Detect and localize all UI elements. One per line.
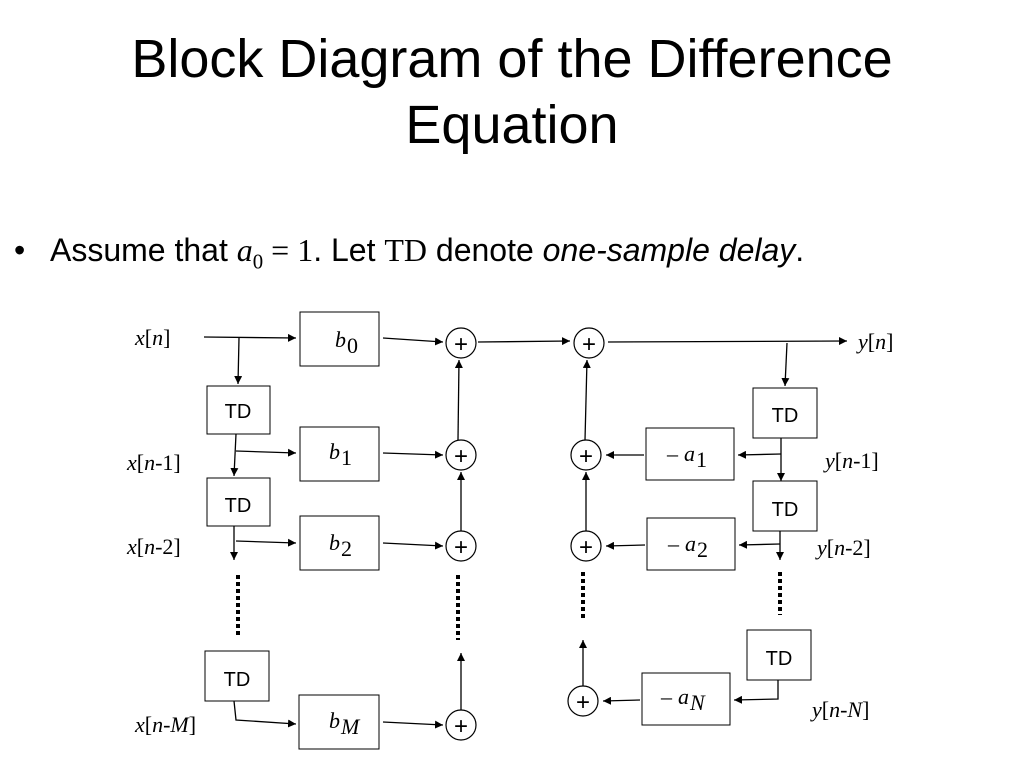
label-x-n-1: x[n-1] xyxy=(126,450,181,475)
svg-text:TD: TD xyxy=(225,495,252,517)
label-y-n-N: y[n-N] xyxy=(810,697,869,722)
coef-block-b1: b 1 xyxy=(299,426,380,482)
svg-text:TD: TD xyxy=(772,499,799,521)
svg-text:+: + xyxy=(576,689,590,716)
svg-text:2: 2 xyxy=(697,537,708,562)
adder-aN: + xyxy=(567,685,599,717)
bullet-end: . xyxy=(795,232,805,268)
svg-text:a: a xyxy=(684,441,695,466)
svg-text:–: – xyxy=(660,684,673,709)
bullet-mid: . Let xyxy=(313,232,385,268)
coef-block-b2: b 2 xyxy=(299,515,380,571)
svg-text:b: b xyxy=(329,439,340,464)
label-x-n-M: x[n-M] xyxy=(134,712,196,737)
label-x-n-2: x[n-2] xyxy=(126,534,181,559)
delay-block-yN: TD xyxy=(746,629,812,681)
svg-text:+: + xyxy=(582,331,596,358)
svg-text:+: + xyxy=(454,534,468,561)
svg-text:b: b xyxy=(329,708,340,733)
svg-text:N: N xyxy=(689,690,706,715)
delay-block-y1: TD xyxy=(752,387,818,439)
svg-text:M: M xyxy=(340,714,361,739)
svg-text:+: + xyxy=(579,443,593,470)
svg-text:+: + xyxy=(579,534,593,561)
title-line-1: Block Diagram of the Difference xyxy=(131,29,893,89)
adder-b0: + xyxy=(445,327,477,359)
svg-text:–: – xyxy=(666,441,679,466)
bullet-item: • Assume that a0 = 1. Let TD denote one-s… xyxy=(14,232,804,274)
svg-text:TD: TD xyxy=(772,405,799,427)
svg-text:b: b xyxy=(335,327,346,352)
label-y-n-1: y[n-1] xyxy=(823,448,879,473)
svg-text:TD: TD xyxy=(224,669,251,691)
coef-block-b0: b 0 xyxy=(299,311,380,367)
delay-block-x2: TD xyxy=(206,477,271,527)
input-signal-labels: x[n] x[n-1] x[n-2] x[n-M] xyxy=(126,325,196,737)
adder-output: + xyxy=(573,327,605,359)
svg-text:1: 1 xyxy=(696,447,707,472)
delay-block-xM: TD xyxy=(204,650,270,702)
coef-block-a2: – a 2 xyxy=(646,517,736,571)
svg-text:b: b xyxy=(329,530,340,555)
bullet-dot: • xyxy=(14,232,26,268)
svg-text:TD: TD xyxy=(766,648,793,670)
adder-b2: + xyxy=(445,530,477,562)
adder-b1: + xyxy=(445,439,477,471)
bullet-prefix: Assume that xyxy=(50,232,237,268)
coef-block-aN: – a N xyxy=(641,672,731,726)
label-y-n-2: y[n-2] xyxy=(815,535,871,560)
a0-equals: = 1 xyxy=(263,232,314,268)
coef-block-a1: – a 1 xyxy=(645,427,735,481)
svg-text:a: a xyxy=(685,531,696,556)
coef-block-bM: b M xyxy=(298,694,380,750)
bullet-denote: denote xyxy=(427,232,543,268)
delay-block-y2: TD xyxy=(752,480,818,532)
adder-bM: + xyxy=(445,709,477,741)
title-line-2: Equation xyxy=(405,95,619,155)
td-abbreviation: TD xyxy=(384,232,428,268)
output-signal-labels: y[n] y[n-1] y[n-2] y[n-N] xyxy=(810,329,893,722)
svg-text:2: 2 xyxy=(341,536,352,561)
slide-title: Block Diagram of the Difference Equation xyxy=(0,26,1024,158)
adder-a2: + xyxy=(570,530,602,562)
svg-text:1: 1 xyxy=(341,445,352,470)
label-x-n: x[n] xyxy=(134,325,170,350)
delay-block-x1: TD xyxy=(206,385,271,435)
svg-text:+: + xyxy=(454,713,468,740)
svg-text:+: + xyxy=(454,331,468,358)
label-y-n: y[n] xyxy=(856,329,893,354)
svg-text:a: a xyxy=(678,684,689,709)
a0-variable: a0 xyxy=(236,232,264,274)
adder-a1: + xyxy=(570,439,602,471)
bullet-emphasis: one-sample delay xyxy=(542,232,796,268)
svg-text:–: – xyxy=(667,531,680,556)
svg-text:+: + xyxy=(454,443,468,470)
svg-text:TD: TD xyxy=(225,401,252,423)
svg-text:0: 0 xyxy=(347,333,358,358)
